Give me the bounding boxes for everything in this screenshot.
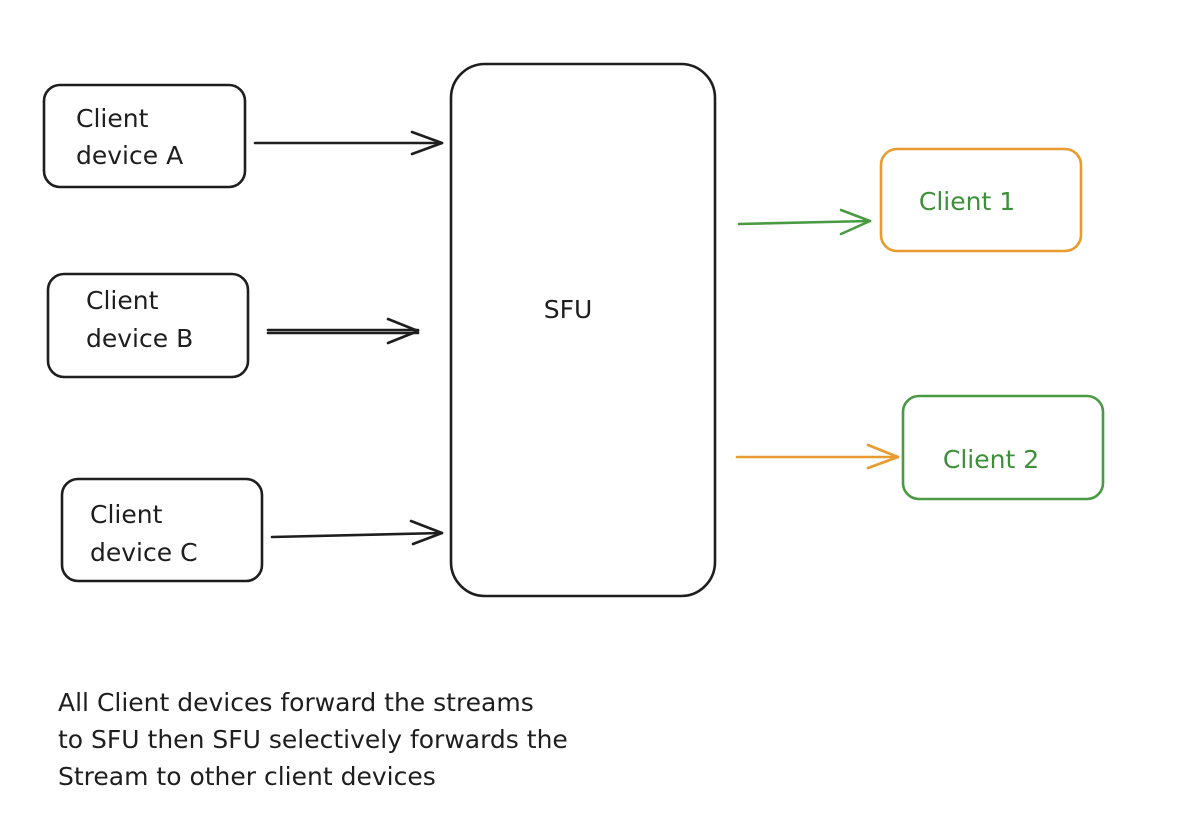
client-device-c-node: Client device C xyxy=(60,477,264,583)
client-device-a-node: Client device A xyxy=(42,83,247,189)
caption-line-3: Stream to other client devices xyxy=(58,762,436,791)
client-1-node: Client 1 xyxy=(879,147,1083,253)
diagram-caption: All Client devices forward the streams t… xyxy=(58,684,758,795)
caption-line-1: All Client devices forward the streams xyxy=(58,688,534,717)
client-device-b-label-line1: Client xyxy=(86,286,159,315)
sfu-label: SFU xyxy=(544,295,593,324)
client-2-label: Client 2 xyxy=(943,445,1039,474)
client-2-node: Client 2 xyxy=(901,394,1105,501)
client-device-b-label-line2: device B xyxy=(86,324,193,353)
client-device-a-label-line1: Client xyxy=(76,104,149,133)
client-device-c-label-line1: Client xyxy=(90,500,163,529)
sfu-node: SFU xyxy=(449,62,717,598)
client-1-label: Client 1 xyxy=(919,187,1015,216)
arrow-sfu-to-client-1 xyxy=(737,208,872,236)
arrow-b-to-sfu xyxy=(266,317,420,345)
arrow-sfu-to-client-2 xyxy=(735,443,900,470)
client-device-c-label-line2: device C xyxy=(90,538,198,567)
client-device-b-node: Client device B xyxy=(46,272,250,379)
arrow-c-to-sfu xyxy=(270,519,444,546)
caption-line-2: to SFU then SFU selectively forwards the xyxy=(58,725,568,754)
arrow-a-to-sfu xyxy=(253,130,444,156)
client-device-a-label-line2: device A xyxy=(76,141,183,170)
